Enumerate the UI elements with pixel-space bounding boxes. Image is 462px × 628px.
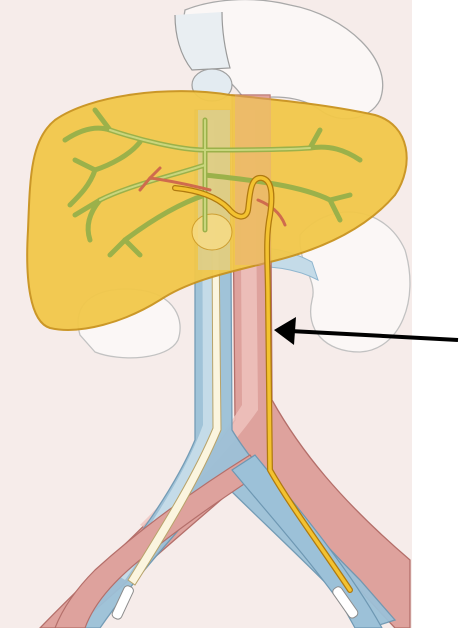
gallbladder-region	[192, 214, 232, 250]
background-outside	[412, 0, 462, 628]
